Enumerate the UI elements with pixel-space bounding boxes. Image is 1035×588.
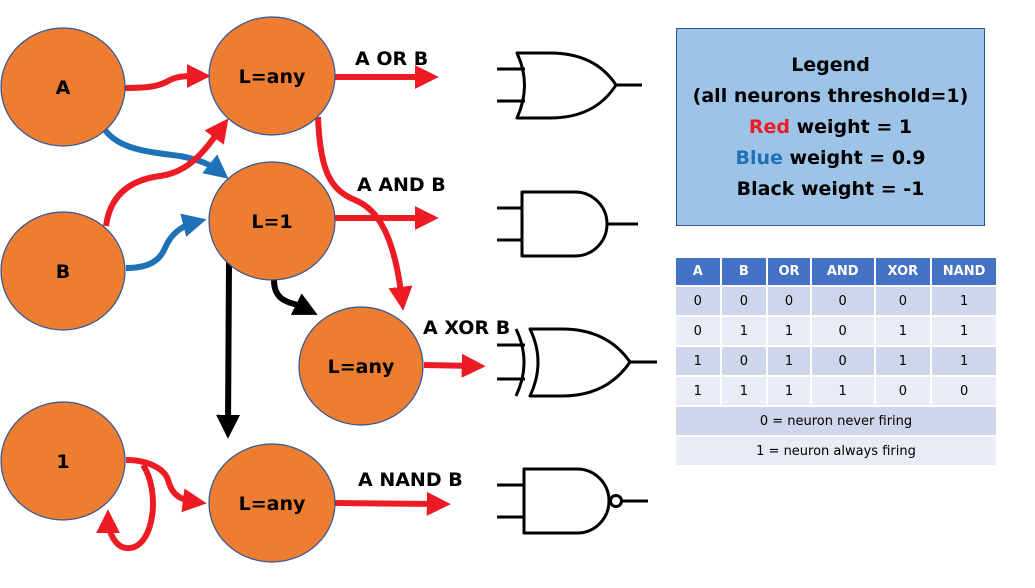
- cell: 1: [768, 377, 810, 405]
- cell: 0: [811, 287, 874, 315]
- cell: 0: [676, 287, 720, 315]
- neuron-xor: L=any: [298, 306, 424, 426]
- output-arrow-nand: [334, 491, 451, 516]
- cell: 1: [932, 317, 996, 345]
- cell: 1: [932, 347, 996, 375]
- svg-text:A: A: [56, 77, 71, 99]
- table-row: 1 1 1 1 0 0: [676, 377, 996, 405]
- cell: 1: [676, 347, 720, 375]
- truth-table: A B OR AND XOR NAND 0 0 0 0 0 1 0 1 1 0 …: [674, 256, 998, 467]
- cell: 0: [875, 287, 931, 315]
- table-row: 1 0 1 0 1 1: [676, 347, 996, 375]
- cell: 1: [932, 287, 996, 315]
- neuron-bias: 1: [0, 401, 126, 521]
- label-or-output: A OR B: [355, 48, 428, 70]
- table-note-row: 0 = neuron never firing: [676, 407, 996, 435]
- legend-blue-rest: weight = 0.9: [782, 146, 926, 169]
- label-and-output: A AND B: [357, 174, 446, 196]
- header-b: B: [721, 258, 767, 285]
- cell: 0: [932, 377, 996, 405]
- legend-blue-weight: Blue weight = 0.9: [735, 143, 925, 174]
- output-arrow-xor: [423, 353, 486, 378]
- edge-a-to-or-red: [124, 64, 211, 91]
- edge-bias-self-loop-red: [96, 463, 156, 552]
- legend-red-word: Red: [748, 115, 790, 138]
- header-and: AND: [811, 258, 874, 285]
- or-gate-icon: [497, 51, 642, 120]
- cell: 0: [721, 287, 767, 315]
- label-xor-output: A XOR B: [423, 317, 510, 339]
- nand-gate-icon: [497, 467, 648, 535]
- cell: 0: [811, 317, 874, 345]
- legend-blue-word: Blue: [735, 146, 783, 169]
- edge-b-to-and-blue: [125, 213, 207, 271]
- cell: 1: [721, 377, 767, 405]
- header-a: A: [676, 258, 720, 285]
- svg-text:L=any: L=any: [239, 493, 306, 515]
- note-always-firing: 1 = neuron always firing: [676, 437, 996, 465]
- cell: 1: [875, 317, 931, 345]
- edge-and-to-xor-black: [271, 279, 318, 315]
- legend-box: Legend (all neurons threshold=1) Red wei…: [676, 28, 985, 226]
- edge-and-to-nand-black: [216, 261, 241, 439]
- note-never-firing: 0 = neuron never firing: [676, 407, 996, 435]
- cell: 0: [811, 347, 874, 375]
- legend-subtitle: (all neurons threshold=1): [692, 84, 969, 107]
- header-xor: XOR: [875, 258, 931, 285]
- cell: 0: [721, 347, 767, 375]
- cell: 1: [768, 317, 810, 345]
- legend-title: Legend: [791, 53, 870, 76]
- cell: 0: [875, 377, 931, 405]
- edge-bias-to-nand-red: [125, 457, 207, 513]
- svg-text:1: 1: [56, 451, 69, 473]
- legend-red-rest: weight = 1: [789, 115, 913, 138]
- cell: 1: [875, 347, 931, 375]
- svg-text:L=any: L=any: [239, 66, 306, 88]
- edge-a-to-and-blue: [102, 128, 229, 179]
- xor-gate-icon: [497, 327, 657, 398]
- svg-text:L=1: L=1: [251, 211, 292, 233]
- header-or: OR: [768, 258, 810, 285]
- cell: 0: [768, 287, 810, 315]
- table-row: 0 1 1 0 1 1: [676, 317, 996, 345]
- cell: 0: [676, 317, 720, 345]
- edge-or-to-xor-red: [315, 116, 413, 311]
- neuron-input-a: A: [0, 27, 126, 147]
- cell: 1: [676, 377, 720, 405]
- and-gate-icon: [497, 190, 638, 258]
- legend-red-weight: Red weight = 1: [749, 112, 912, 143]
- neuron-or: L=any: [208, 16, 336, 136]
- neuron-nand: L=any: [208, 443, 336, 563]
- edge-b-to-or-red: [103, 118, 229, 227]
- header-nand: NAND: [932, 258, 996, 285]
- label-nand-output: A NAND B: [358, 469, 463, 491]
- table-row: 0 0 0 0 0 1: [676, 287, 996, 315]
- svg-text:B: B: [56, 261, 70, 283]
- cell: 1: [768, 347, 810, 375]
- truth-table-header-row: A B OR AND XOR NAND: [676, 258, 996, 285]
- cell: 1: [811, 377, 874, 405]
- svg-text:L=any: L=any: [328, 356, 395, 378]
- neuron-input-b: B: [0, 211, 126, 331]
- table-note-row: 1 = neuron always firing: [676, 437, 996, 465]
- legend-black-weight: Black weight = -1: [736, 177, 925, 200]
- cell: 1: [721, 317, 767, 345]
- neuron-and: L=1: [208, 161, 336, 281]
